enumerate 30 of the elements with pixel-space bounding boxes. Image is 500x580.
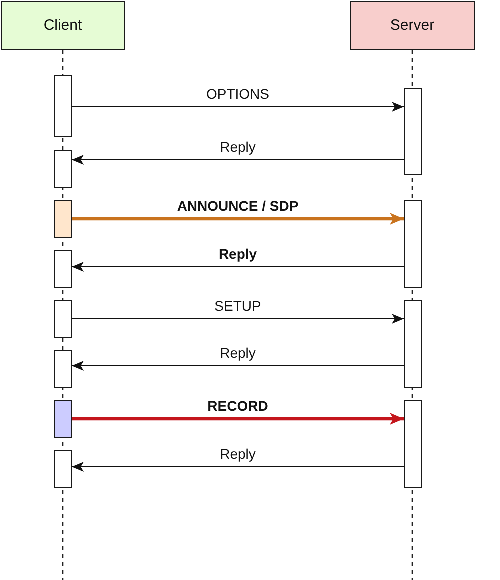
message-label: Reply xyxy=(218,246,258,262)
activation-bar xyxy=(54,250,72,288)
message-label: SETUP xyxy=(214,298,262,314)
activation-bar xyxy=(404,300,422,388)
activation-bar xyxy=(54,150,72,188)
message-arrow xyxy=(72,262,404,272)
activation-bar xyxy=(54,75,72,137)
message-arrow xyxy=(72,155,404,165)
message-label: ANNOUNCE / SDP xyxy=(177,198,299,214)
activation-bar xyxy=(404,400,422,488)
message-arrow xyxy=(72,361,404,371)
message-arrow xyxy=(72,413,404,425)
message-arrow xyxy=(72,213,404,225)
activation-bar xyxy=(404,88,422,175)
message-label: OPTIONS xyxy=(206,86,270,102)
activation-bar xyxy=(54,200,72,238)
message-arrow xyxy=(72,314,404,324)
message-label: Reply xyxy=(220,446,256,462)
message-label: RECORD xyxy=(208,398,268,414)
activation-bar xyxy=(54,400,72,438)
activation-bar xyxy=(54,300,72,338)
participant-box: Server xyxy=(350,1,475,50)
message-arrow xyxy=(72,102,404,112)
activation-bar xyxy=(404,200,422,288)
message-label: Reply xyxy=(220,139,256,155)
activation-bar xyxy=(54,350,72,388)
participant-box: Client xyxy=(1,1,125,50)
message-label: Reply xyxy=(220,345,256,361)
message-arrow xyxy=(72,462,404,472)
activation-bar xyxy=(54,450,72,488)
